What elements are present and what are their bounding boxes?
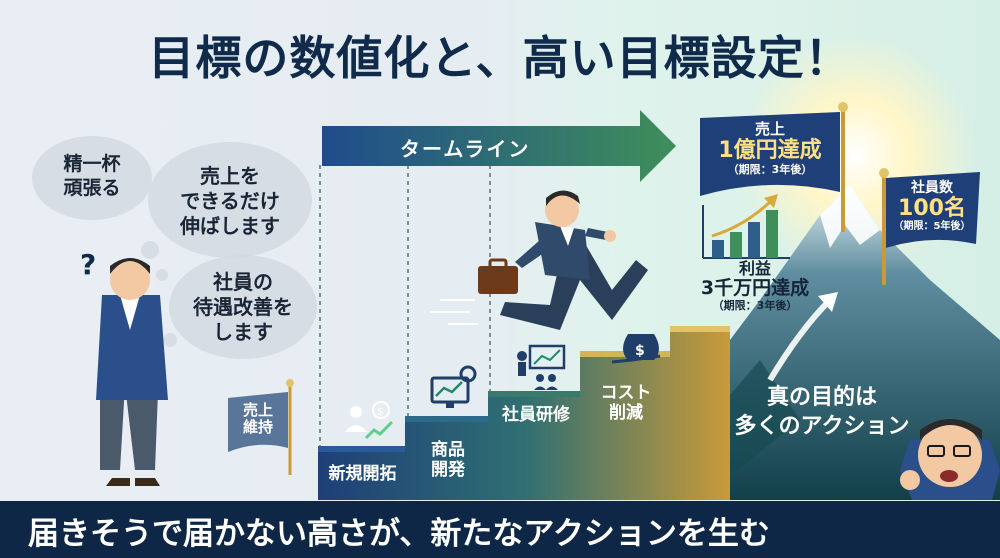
timeline-label: タームライン (400, 137, 531, 161)
shouting-man-illustration (900, 419, 1000, 500)
thinking-man-illustration (96, 258, 168, 486)
page-title: 目標の数値化と、高い目標設定！ (148, 31, 852, 85)
training-icon (517, 344, 566, 390)
step-label-new-business: 新規開拓 (320, 464, 405, 484)
thought-bubble-1: 精一杯 頑張る (42, 153, 142, 201)
profit-line3: （期限：3年後） (712, 299, 798, 313)
thought-bubble-2: 売上を できるだけ 伸ばします (160, 164, 300, 239)
staff-flag-label: 社員数 100名 （期限：5年後） (888, 180, 976, 233)
bubble-2-line: 伸ばします (180, 214, 280, 238)
bubble-3-line: 社員の (213, 270, 273, 294)
bubble-3-shape (169, 255, 317, 359)
step-3-line: 社員研修 (502, 405, 570, 425)
small-flag-line: 売上 (242, 401, 273, 419)
monitor-gear-icon (430, 365, 477, 408)
timeline-arrow (322, 110, 676, 182)
profit-bar-chart (702, 194, 790, 259)
true-purpose-line1: 真の目的は (766, 385, 877, 410)
running-man-illustration (430, 190, 648, 330)
step-2-line: 開発 (431, 460, 465, 481)
small-flag (228, 392, 288, 452)
thought-bubble-3: 社員の 待遇改善を します (176, 270, 310, 345)
bottom-message: 届きそうで届かない高さが、新たなアクションを生む (28, 516, 770, 552)
small-flag-label: 売上 維持 (230, 401, 286, 437)
bubble-1-line: 頑張る (63, 176, 121, 199)
svg-text:$: $ (377, 405, 384, 418)
step-label-product-dev: 商品 開発 (408, 440, 488, 481)
bubble-2-line: できるだけ (180, 189, 280, 213)
step-4-line: 削減 (609, 403, 643, 424)
sales-flag-line3: （期限：3年後） (727, 162, 813, 176)
step-4-line: コスト (600, 383, 652, 403)
staff-flag-line1: 社員数 (911, 180, 953, 196)
staff-flag-line2: 100名 (898, 196, 966, 222)
profit-goal: 利益 3千万円達成 （期限：3年後） (700, 259, 810, 313)
svg-text:$: $ (635, 343, 645, 359)
sales-flag-line2: 1億円達成 (718, 138, 822, 164)
question-mark: ? (80, 248, 97, 281)
step-label-cost-cut: コスト 削減 (582, 383, 670, 424)
bottom-banner (0, 501, 1000, 558)
bubble-1-line: 精一杯 (63, 153, 121, 175)
true-purpose-text: 真の目的は 多くのアクション (722, 384, 922, 441)
sales-flag-line1: 売上 (754, 120, 785, 138)
small-flag-line: 維持 (242, 418, 273, 437)
bubble-3-line: 待遇改善を (193, 295, 293, 319)
staircase (318, 330, 730, 500)
bubble-3-line: します (213, 320, 273, 344)
bubble-2-shape (148, 142, 312, 258)
bubble-1-shape (32, 136, 152, 220)
step-1-line: 新規開拓 (328, 464, 397, 484)
money-bag-icon: $ (611, 334, 661, 364)
step-2-line: 商品 (431, 440, 465, 460)
bubble-2-line: 売上を (200, 164, 260, 188)
true-purpose-line2: 多くのアクション (734, 413, 910, 439)
growth-person-icon: $ (345, 401, 394, 440)
profit-line2: 3千万円達成 (700, 277, 810, 300)
staff-flag-line3: （期限：5年後） (893, 221, 971, 233)
sales-flag (700, 112, 840, 196)
step-label-training: 社員研修 (492, 405, 580, 425)
staff-flag (886, 172, 980, 248)
sales-flag-label: 売上 1億円達成 （期限：3年後） (705, 120, 835, 176)
profit-line1: 利益 (738, 259, 771, 278)
